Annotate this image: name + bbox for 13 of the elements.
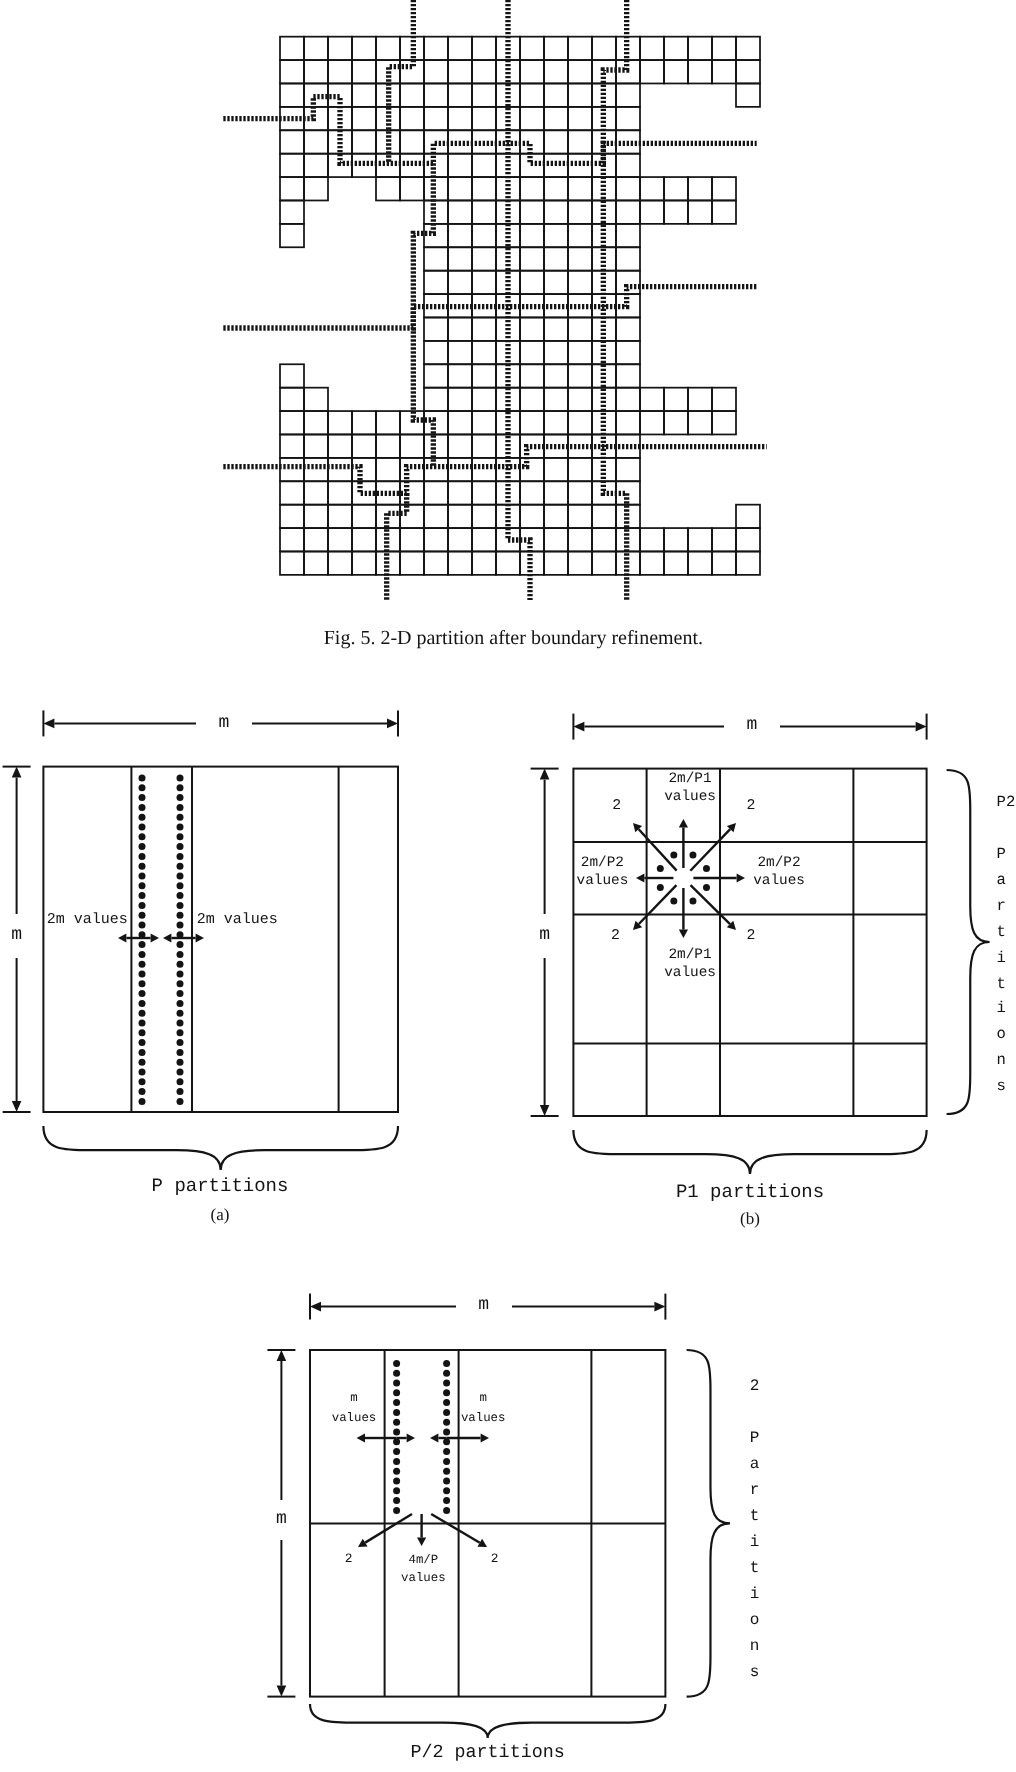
figure-caption: Fig. 5. 2-D partition after boundary refinement.: [323, 628, 704, 652]
dimension-label: m: [275, 1509, 287, 1531]
partition-label: P partitions: [151, 1174, 289, 1197]
dimension-label: m: [746, 715, 758, 738]
dimension-label: m: [218, 712, 230, 735]
dimension-label: m: [539, 925, 550, 947]
dimension-label: m: [11, 925, 22, 947]
partition-label: P/2 partitions: [410, 1740, 565, 1762]
panel-label: (b): [740, 1207, 760, 1227]
partition-label: 2 Partitions: [749, 1375, 760, 1686]
panel-label: (a): [210, 1203, 230, 1223]
dimension-label: m: [478, 1295, 489, 1318]
partition-label: P1 partitions: [675, 1180, 825, 1203]
